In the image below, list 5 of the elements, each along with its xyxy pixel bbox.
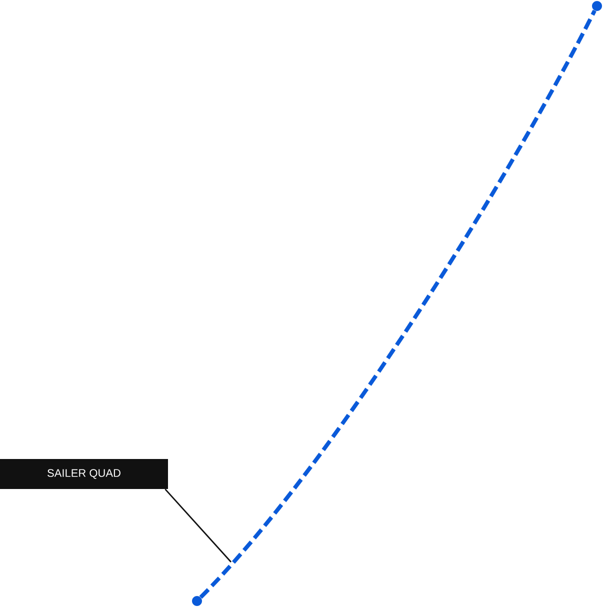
leader-line (164, 488, 232, 562)
endpoint-dot (592, 1, 602, 11)
endpoint-dot (192, 596, 202, 606)
lift-line (199, 10, 596, 599)
label-box: SAILER QUAD (0, 459, 168, 489)
